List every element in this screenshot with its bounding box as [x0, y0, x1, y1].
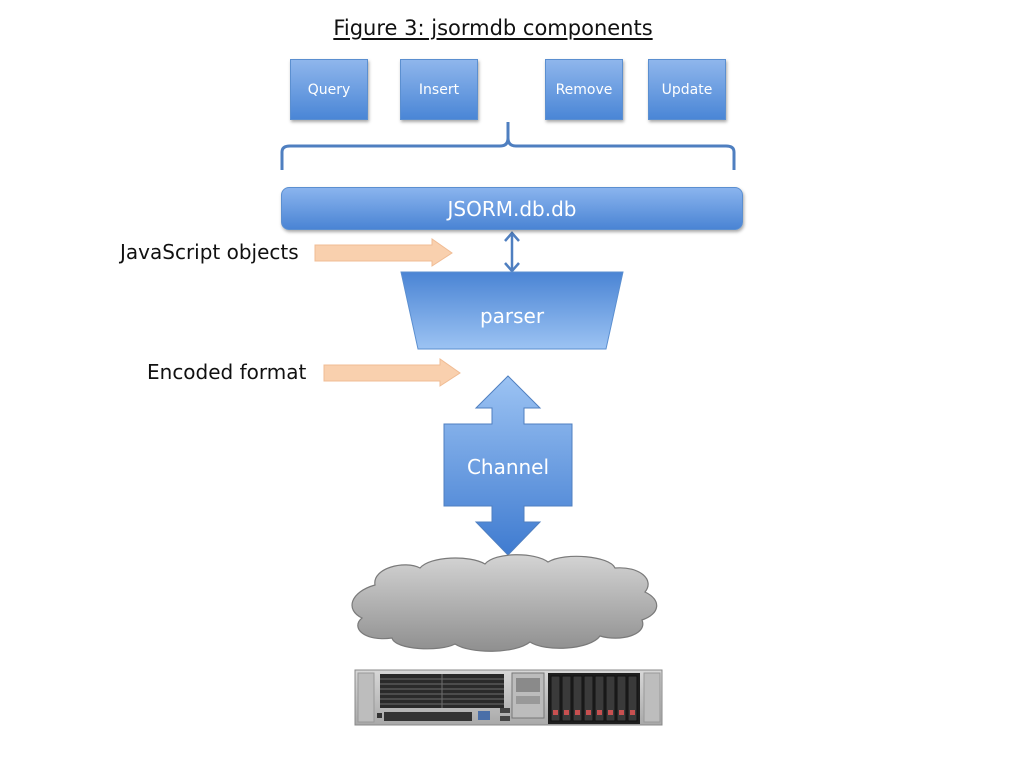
insert-box: Insert — [400, 59, 478, 120]
javascript-objects-arrow — [314, 238, 453, 267]
network-cloud-icon — [351, 554, 658, 652]
channel-label: Channel — [466, 455, 550, 479]
javascript-objects-label: JavaScript objects — [120, 240, 299, 264]
grouping-brace — [280, 122, 736, 170]
update-box: Update — [648, 59, 726, 120]
jsorm-db-box: JSORM.db.db — [281, 187, 743, 230]
parser-shape — [400, 271, 624, 350]
query-box: Query — [290, 59, 368, 120]
encoded-format-arrow — [323, 358, 461, 387]
server-icon — [354, 669, 663, 726]
db-parser-double-arrow — [504, 231, 520, 273]
encoded-format-label: Encoded format — [147, 360, 307, 384]
parser-label: parser — [479, 304, 545, 328]
figure-title: Figure 3: jsormdb components — [333, 16, 653, 40]
remove-box: Remove — [545, 59, 623, 120]
